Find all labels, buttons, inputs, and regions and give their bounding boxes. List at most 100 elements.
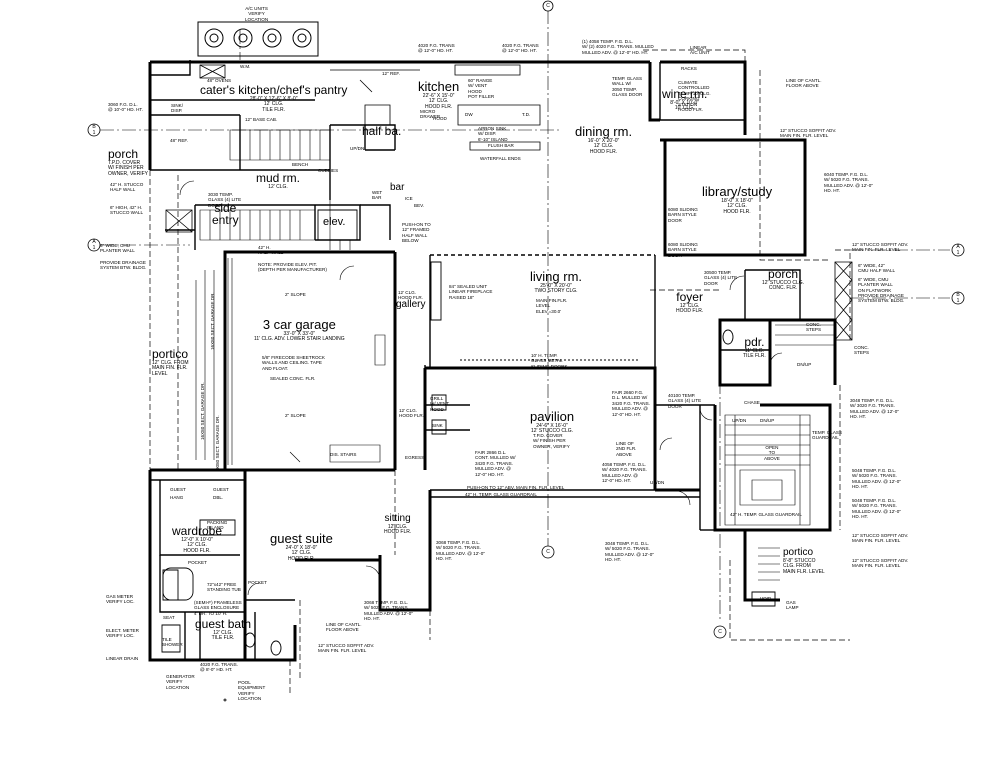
note-dis-stairs: DIS. STAIRS <box>330 452 357 457</box>
note-bev: BEV. <box>414 203 425 208</box>
room-ceiling: 12' CLG. <box>187 542 207 549</box>
room-note: 12' STUCCO CLG. CONC. FLR. <box>762 279 805 292</box>
marker-c-bottom: C <box>546 549 550 555</box>
note-line-2nd: LINE OF 2ND FLR. ABOVE <box>616 441 637 457</box>
room-dims: 24'-0" X 18'-0" <box>285 544 318 551</box>
room-floor: HOOD FLR. <box>424 104 453 111</box>
room-library: library/study 18'-0" X 18'-0" 12' CLG. H… <box>702 185 772 216</box>
room-dims: 28'-0" X 12'-6" X 8'-0" <box>249 95 298 102</box>
note-barn-6080-2: 6080 SLIDING BARN STYLE DOOR <box>668 242 698 258</box>
room-name: portico <box>152 347 189 361</box>
note-conc-steps: CONC. STEPS <box>806 322 822 333</box>
note-gallery-ceiling: 12' CLG. HOOD FLR. <box>398 290 424 301</box>
room-name: side entry <box>212 200 239 228</box>
note-ovens: 48" OVENS <box>207 78 232 83</box>
note-ref-12: 12" REF. <box>382 71 400 76</box>
note-range: 60" RANGE W/ VENT HOOD POT FILLER <box>468 78 495 100</box>
note-bench: BENCH <box>292 162 309 167</box>
room-ceiling: 12' CLG. <box>387 523 408 530</box>
note-td: T.D. <box>522 112 531 117</box>
note-window-3048: 3048 TEMP. F.G. D.L. W/ 3020 F.G. TRANS.… <box>850 398 899 420</box>
room-dims: 16'-0" X 20'-0" <box>587 137 620 144</box>
room-name: living rm. <box>530 269 583 284</box>
note-pocket: POCKET <box>188 560 207 565</box>
note-mid-window: FAIR 2660 F.G. D.L. MULLED W/ 3420 F.G. … <box>612 390 650 417</box>
note-garage-door-2: 16X80 SECT. GARAGE DR. <box>210 292 215 350</box>
room-bar: bar <box>390 182 405 194</box>
note-void: VOID <box>760 596 772 601</box>
note-grill: GRILL W/ VENT HOOD <box>430 396 450 412</box>
room-guest-bath: guest bath 12' CLG. TILE FLR. <box>195 618 251 642</box>
marker-a-left: A <box>92 239 96 245</box>
fixtures <box>161 209 776 656</box>
note-ac-units: A/C UNITS VERIFY LOCATION <box>245 6 269 22</box>
note-sliding-doors: 10' H. TEMP. GLASS METAL SLIDING DOORS <box>531 353 568 369</box>
room-portico-east: portico 8'-8" STUCCO CLG. FROM MAIN FLR.… <box>783 547 825 576</box>
room-side-entry: side entry <box>212 168 239 244</box>
note-fire-sheetrock: 5/8" FIRECODE SHEETROCK WALLS AND CEILIN… <box>262 355 325 371</box>
note-window-5048: 5048 TEMP. F.G. D.L. W/ 5020 F.G. TRANS.… <box>852 468 901 490</box>
room-wine: wine rm. 8'-0" X 10'-0" 10' CLG. <box>662 88 707 112</box>
room-floor: HOOD FLR. <box>287 556 316 563</box>
note-generator: GENERATOR VERIFY LOCATION <box>166 674 195 690</box>
note-soffit-3: 12" STUCCO SOFFIT ADV. MAIN FIN. FLR. LE… <box>852 533 909 544</box>
room-guest-suite: guest suite 24'-0" X 18'-0" 12' CLG. HOO… <box>270 532 333 563</box>
note-guest-window: 3068 TEMP. F.G. D.L. W/ 5020 F.G. TRANS.… <box>436 540 485 562</box>
stairs <box>199 129 835 581</box>
note-up-dn: UP/DN <box>350 146 365 151</box>
room-cater-kitchen: cater's kitchen/chef's pantry 28'-0" X 1… <box>200 84 347 114</box>
room-floor: TILE FLR. <box>743 353 766 360</box>
room-name: guest bath <box>195 617 252 631</box>
room-name: mud rm. <box>256 171 301 185</box>
note-window-3060: 3060 F.G. D.L. @ 10'-0" HD. HT. <box>108 102 143 113</box>
note-dw: DW <box>465 112 473 117</box>
room-name: elev. <box>323 216 346 228</box>
room-living: living rm. 25'-0" X 20'-0" TWO STORY CLG… <box>530 270 582 295</box>
note-pocket-2: POCKET <box>248 580 267 585</box>
note-hang: HANG <box>170 495 184 500</box>
room-name: porch <box>768 267 799 281</box>
marker-b-left: B <box>92 124 96 130</box>
note-open-above: OPEN TO ABOVE <box>764 445 780 461</box>
room-floor: HOOD FLR. <box>183 548 211 555</box>
note-wm: W.M. <box>240 64 251 69</box>
room-name: bar <box>390 182 405 193</box>
note-elect-meter: ELECT. METER VERIFY LOC. <box>106 628 139 639</box>
note-pool-equipment: POOL EQUIPMENT VERIFY LOCATION <box>238 680 266 702</box>
note-racks: RACKS <box>681 66 697 71</box>
note-transom-bottom: 4020 F.G. TRANS. @ 8'-0" HD. HT. <box>200 662 238 673</box>
room-ceiling: 12' CLG. <box>291 550 312 557</box>
room-ceiling: 10' CLG. <box>674 105 695 112</box>
room-dims: 33'-0" X 33'-0" <box>283 330 316 337</box>
marker-a-left-num: 1 <box>92 245 96 251</box>
room-ceiling: 12' CLG. <box>679 302 700 309</box>
note-ref-48: 48" REF. <box>170 138 188 143</box>
note-seat: SEAT <box>163 615 175 620</box>
room-name: portico <box>783 547 814 558</box>
kitchen-fixtures <box>199 64 541 151</box>
marker-b-right-num: 1 <box>956 298 960 304</box>
room-portico-west: portico 12" CLG. FROM MAIN FIN. FLR. LEV… <box>152 348 189 378</box>
room-pavilion: pavilion 24'-6" X 16'-0" 12' STUCCO CLG. <box>530 410 574 435</box>
note-upstairs: UP/DN <box>732 418 747 423</box>
room-ceiling: 11' CLG. ADV. LOWER STAIR LANDING <box>254 336 345 343</box>
note-guest-window-2: 3068 TEMP. F.G. D.L. W/ 5020 F.G. TRANS.… <box>364 600 413 622</box>
note-guest-hang: GUEST <box>170 487 186 492</box>
room-name: kitchen <box>418 79 460 94</box>
note-gas-meter: GAS METER VERIFY LOC. <box>106 594 135 605</box>
room-note: 8'-8" STUCCO CLG. FROM MAIN FLR. LEVEL <box>783 557 825 575</box>
room-ceiling: 12' CLG. <box>263 101 284 108</box>
note-garage-door-3: 9080 SECT. GARAGE DR. <box>215 415 220 470</box>
note-soffit-bottom: 12" STUCCO SOFFIT ADV. MAIN FIN. FLR. LE… <box>318 643 375 654</box>
note-sink-pavilion: SINK <box>432 423 443 428</box>
room-name: foyer <box>676 290 703 304</box>
note-guardrail-2: 42" H. TEMP. GLASS GUARDRAIL <box>730 512 802 517</box>
marker-c-top: C <box>546 3 550 9</box>
room-floor: TILE FLR. <box>262 107 286 114</box>
note-slope-2: 2" SLOPE <box>285 413 306 418</box>
note-sink-disp: SINK/ DISP. <box>171 103 183 114</box>
note-upper-ceiling: 12' CLG. HOOD FLR. <box>399 408 425 419</box>
room-name: sitting <box>384 513 411 524</box>
room-powder: pdr. 11' CLG. TILE FLR. <box>743 336 766 360</box>
note-planter-3: 6" WIDE, CMU PLANTER WALL ON FLATWORK <box>858 277 893 293</box>
